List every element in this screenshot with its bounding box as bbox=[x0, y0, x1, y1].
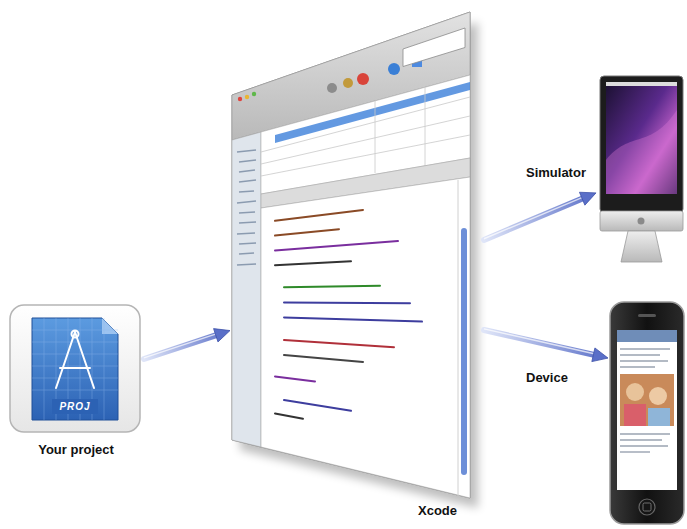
flow-arrow bbox=[484, 329, 608, 362]
flow-arrow bbox=[144, 329, 230, 359]
arrow-shaft bbox=[484, 198, 585, 240]
node-label: Device bbox=[526, 370, 568, 386]
arrow-shaft bbox=[144, 334, 219, 359]
arrow-highlight bbox=[484, 196, 585, 238]
imac-simulator bbox=[600, 76, 683, 262]
xcode-window bbox=[232, 12, 478, 508]
iphone-device bbox=[610, 302, 684, 524]
arrow-highlight bbox=[144, 333, 219, 358]
node-label: Your project bbox=[8, 442, 144, 458]
project-node: Your project bbox=[8, 303, 144, 463]
arrow-head bbox=[592, 348, 608, 362]
arrow-shaft bbox=[484, 330, 596, 355]
arrow-head bbox=[579, 192, 596, 205]
project-icon bbox=[10, 305, 140, 432]
node-label: Xcode bbox=[418, 503, 457, 519]
arrow-highlight bbox=[484, 329, 596, 354]
icon-caption: PROJ bbox=[52, 400, 98, 413]
xcode-node: Xcode bbox=[230, 8, 484, 520]
simulator-node: Simulator bbox=[596, 72, 684, 267]
node-label: Simulator bbox=[526, 165, 586, 181]
device-node: Device bbox=[608, 300, 685, 526]
arrow-head bbox=[214, 329, 230, 342]
flow-arrow bbox=[484, 192, 596, 240]
